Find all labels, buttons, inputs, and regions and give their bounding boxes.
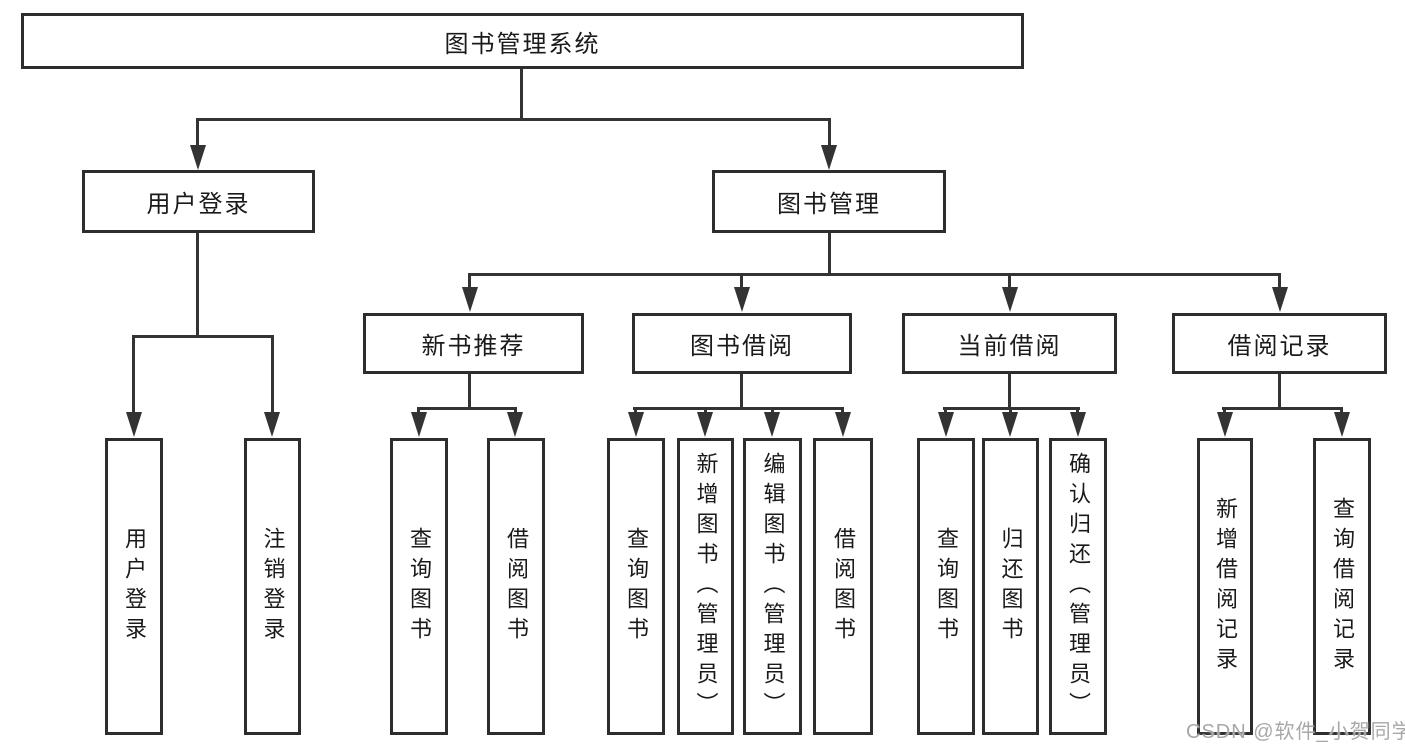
arrow-down-icon [821, 145, 837, 170]
arrow-down-icon [264, 412, 280, 437]
connector-line [740, 374, 743, 409]
connector-line [417, 407, 517, 410]
leaf-label: 编辑图书（管理员） [760, 451, 786, 722]
connector-line [1278, 374, 1281, 409]
node-label: 新书推荐 [421, 333, 526, 360]
leaf-label: 注销登录 [260, 526, 286, 647]
leaf-label: 查询借阅记录 [1330, 496, 1355, 677]
leaf-label: 借阅图书 [504, 526, 529, 647]
connector-line [132, 335, 135, 417]
arrow-down-icon [1272, 287, 1288, 312]
arrow-down-icon [1002, 412, 1018, 437]
leaf-label: 查询图书 [934, 526, 959, 647]
connector-line [196, 118, 831, 121]
node-label: 用户登录 [146, 191, 251, 218]
arrow-down-icon [1070, 412, 1086, 437]
leaf-label: 借阅图书 [831, 526, 856, 647]
leaf-edit-book-admin: 编辑图书（管理员） [743, 438, 802, 735]
arrow-down-icon [764, 412, 780, 437]
connector-line [132, 335, 274, 338]
node-root: 图书管理系统 [21, 13, 1024, 69]
node-label: 图书借阅 [690, 333, 794, 360]
leaf-label: 新增图书（管理员） [693, 451, 719, 722]
connector-line [196, 118, 199, 148]
connector-line [828, 233, 831, 275]
connector-line [740, 273, 743, 291]
arrow-down-icon [938, 412, 954, 437]
leaf-query-books-recommend: 查询图书 [390, 438, 448, 735]
leaf-label: 新增借阅记录 [1213, 496, 1238, 677]
connector-line [520, 69, 523, 119]
csdn-watermark: CSDN @软件_小贺同学 [1186, 721, 1405, 743]
leaf-query-borrow-record: 查询借阅记录 [1313, 438, 1371, 735]
leaf-confirm-return-admin: 确认归还（管理员） [1049, 438, 1107, 735]
node-label: 借阅记录 [1227, 333, 1332, 360]
connector-line [271, 335, 274, 417]
connector-line [196, 233, 199, 337]
leaf-query-books-borrowing: 查询图书 [607, 438, 665, 735]
leaf-label: 归还图书 [998, 526, 1024, 647]
arrow-down-icon [411, 412, 427, 437]
arrow-down-icon [835, 412, 851, 437]
leaf-logout: 注销登录 [244, 438, 301, 735]
connector-line [468, 273, 471, 291]
arrow-down-icon [697, 412, 713, 437]
node-label: 图书管理 [777, 191, 881, 218]
node-borrowing-records: 借阅记录 [1172, 313, 1387, 374]
node-book-borrowing: 图书借阅 [632, 313, 852, 374]
leaf-query-books-current: 查询图书 [917, 438, 975, 735]
connector-line [1008, 273, 1011, 291]
leaf-label: 用户登录 [122, 526, 147, 647]
connector-line [633, 407, 844, 410]
node-label: 当前借阅 [957, 333, 1062, 360]
connector-line [1222, 407, 1343, 410]
node-current-borrowing: 当前借阅 [902, 313, 1117, 374]
node-new-book-recommend: 新书推荐 [363, 313, 584, 374]
connector-line [468, 374, 471, 409]
leaf-user-login: 用户登录 [105, 438, 163, 735]
leaf-label: 查询图书 [624, 526, 649, 647]
leaf-add-borrow-record: 新增借阅记录 [1197, 438, 1253, 735]
arrow-down-icon [507, 412, 523, 437]
connector-line [468, 273, 1281, 276]
connector-line [1278, 273, 1281, 291]
arrow-down-icon [1002, 287, 1018, 312]
leaf-borrow-books: 借阅图书 [813, 438, 873, 735]
node-root-label: 图书管理系统 [444, 30, 601, 58]
connector-line [1008, 374, 1011, 409]
node-book-management: 图书管理 [712, 170, 946, 233]
node-user-login: 用户登录 [82, 170, 315, 233]
arrow-down-icon [126, 412, 142, 437]
leaf-label: 查询图书 [407, 526, 432, 647]
leaf-borrow-books-recommend: 借阅图书 [487, 438, 545, 735]
arrow-down-icon [734, 287, 750, 312]
connector-line [828, 118, 831, 148]
arrow-down-icon [628, 412, 644, 437]
arrow-down-icon [1217, 412, 1233, 437]
leaf-return-book: 归还图书 [982, 438, 1039, 735]
arrow-down-icon [1334, 412, 1350, 437]
leaf-label: 确认归还（管理员） [1066, 451, 1091, 722]
arrow-down-icon [462, 287, 478, 312]
arrow-down-icon [190, 145, 206, 170]
leaf-add-book-admin: 新增图书（管理员） [677, 438, 734, 735]
